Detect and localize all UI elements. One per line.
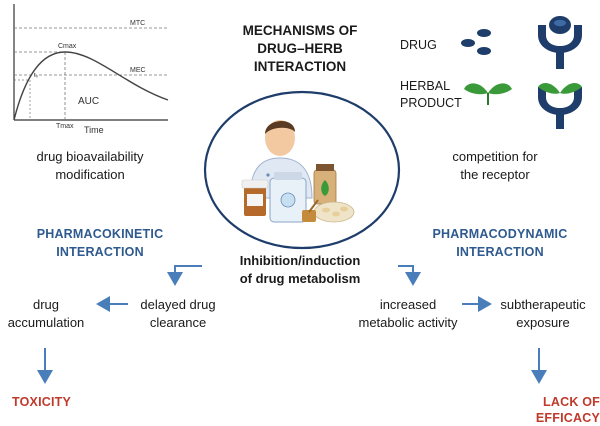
mtc-label: MTC [130,20,145,27]
outcome-toxicity: TOXICITY [12,395,72,409]
drug-pill-icon [461,39,475,47]
legend-drug-label: DRUG [400,38,437,52]
receptor-herb-icon [538,83,582,129]
tmax-label: Tmax [56,123,74,130]
metabolism-label: Inhibition/induction of drug metabolism [239,253,361,286]
node-increased-activity: increased metabolic activity [358,297,458,330]
receptor-drug-icon [538,16,582,69]
time-label: Time [84,125,104,135]
pk-curve-graph: MTC MEC Cmax t₀ AUC Tmax Time [13,4,169,135]
outcome-lack-of-efficacy: LACK OF EFFICACY [535,395,600,425]
pd-interaction-heading: PHARMACODYNAMIC INTERACTION [432,227,568,259]
legend-graphics [461,16,582,129]
legend-herbal-label: HERBAL PRODUCT [400,79,462,110]
leaf-icon [321,180,329,196]
small-label: t₀ [34,73,39,79]
drug-pill-icon [477,47,491,55]
auc-label: AUC [78,96,99,107]
flow-arrows [37,265,547,384]
arrow-to-increased [398,265,421,286]
mortar-icon [302,210,316,222]
herbal-leaf-icon [464,83,512,105]
caption-bioavailability: drug bioavailability modification [36,149,144,182]
diagram-title: MECHANISMS OF DRUG–HERB INTERACTION [242,23,358,74]
caption-receptor: competition for the receptor [452,149,538,182]
concentration-curve [13,51,169,121]
arrow-to-delayed [167,265,202,286]
patient-hair [265,120,295,134]
node-subtherapeutic-exposure: subtherapeutic exposure [500,297,586,330]
node-drug-accumulation: drug accumulation [7,297,85,330]
cmax-label: Cmax [58,43,77,50]
patient-circle [203,90,401,250]
node-delayed-clearance: delayed drug clearance [140,297,216,330]
pk-interaction-heading: PHARMACOKINETIC INTERACTION [36,227,164,259]
mec-label: MEC [130,67,146,74]
drug-pill-icon [477,29,491,37]
